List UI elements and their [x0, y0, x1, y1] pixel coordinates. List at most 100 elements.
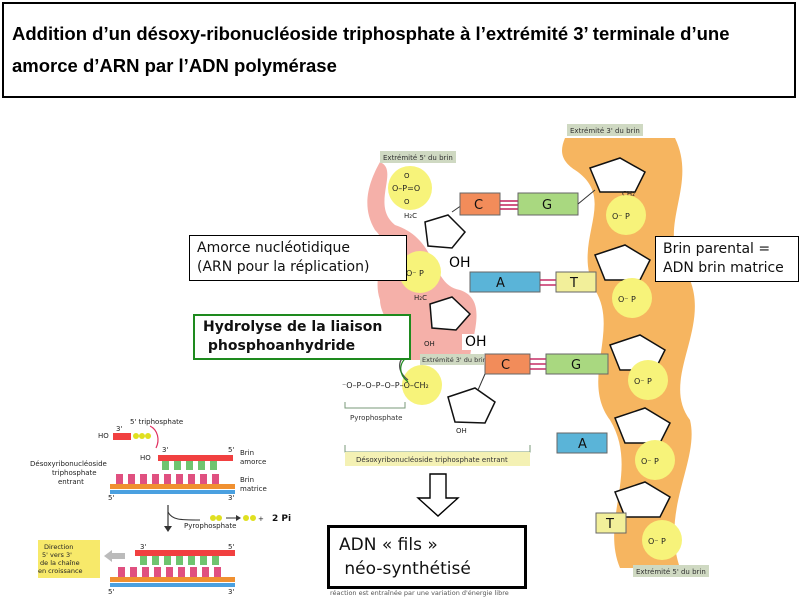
base-pair-1: C G	[451, 189, 596, 216]
callout-text: Amorce nucléotidique	[197, 240, 351, 256]
phosphate-o-minus: O⁻	[648, 537, 659, 546]
ext3-primer-label: Extrémité 3' du brin	[422, 356, 487, 364]
phosphate-p: P	[647, 377, 652, 386]
primer-sugar	[429, 296, 472, 331]
left-arrow-icon	[104, 550, 125, 562]
base-a-letter: A	[578, 437, 587, 452]
phosphate-p: P	[631, 295, 636, 304]
inset-5prime-label: 5'	[228, 543, 234, 551]
base-a	[469, 271, 541, 293]
phosphate-o-minus: O⁻	[618, 295, 629, 304]
template-sugar	[614, 407, 671, 444]
phosphate-circle	[642, 520, 682, 560]
dntp-label: Désoxyribonucléoside triphosphate entran…	[356, 456, 508, 464]
inset-entrant-label: triphosphate	[52, 469, 97, 477]
inset-amorce-label: amorce	[240, 458, 266, 466]
ext5-primer-label: Extrémité 5' du brin	[383, 154, 453, 162]
incoming-dntp: ⁻O–P–O–P–O–P–O–CH₂ OH Pyrophosphate Déso…	[342, 351, 531, 466]
inset-matrice-label: matrice	[240, 485, 267, 493]
inset-3prime-label: 3'	[162, 446, 168, 454]
phosphate-circle	[402, 365, 442, 405]
svg-text:+: +	[258, 515, 264, 523]
phosphate-p: P	[654, 457, 659, 466]
inset-5prime-label: 5'	[228, 446, 234, 454]
primer-sugar	[424, 214, 467, 249]
brin-parental-callout: Brin parental = ADN brin matrice	[655, 236, 799, 282]
base-t-letter: T	[569, 276, 578, 291]
base-a	[556, 432, 608, 454]
oh-label: OH	[462, 334, 490, 350]
base-c-letter: C	[474, 198, 483, 213]
inset-brin-label: Brin	[240, 476, 254, 484]
base-c	[459, 192, 501, 216]
inset-direction-label: de la chaîne	[40, 559, 80, 567]
phosphate-o: O	[404, 172, 410, 180]
inset-2pi-label: 2 Pi	[272, 514, 291, 524]
triphosphate-chain-label: ⁻O–P–O–P–O–P–O–CH₂	[342, 381, 429, 390]
oh-small-label: OH	[456, 427, 467, 435]
base-t-letter: T	[605, 517, 614, 532]
inset-ho-label: HO	[98, 432, 109, 440]
phosphate-formula: O–P=O	[392, 184, 420, 193]
ext5-template-label: Extrémité 5' du brin	[636, 568, 706, 576]
callout-text: ADN « fils »	[339, 535, 438, 555]
ext3-template-label: Extrémité 3' du brin	[570, 127, 640, 135]
base-pair-3: C G	[484, 353, 609, 375]
phosphate-o: O	[404, 198, 410, 206]
right-arrow-icon	[236, 515, 241, 521]
phosphate-o-minus: O⁻	[634, 377, 645, 386]
template-sugar	[588, 157, 646, 193]
base-c-letter: C	[501, 358, 510, 373]
title-line: Addition d’un désoxy-ribonucléoside trip…	[12, 23, 730, 44]
callout-text: Brin parental =	[663, 241, 771, 257]
phosphate-circle	[388, 166, 432, 210]
phosphate-o-minus: O⁻	[406, 269, 417, 278]
inset-3prime-label: 3'	[140, 543, 146, 551]
base-t	[555, 271, 597, 293]
down-arrow-icon	[416, 473, 460, 517]
inset-direction-label: 5' vers 3'	[42, 551, 72, 559]
ch2-label: H₂C	[404, 212, 417, 220]
base-a-letter: A	[496, 276, 505, 291]
callout-text: Hydrolyse de la liaison	[203, 319, 383, 335]
inset-ho-label: HO	[140, 454, 151, 462]
phosphate-circle	[399, 251, 441, 293]
inset-5prime-label: 5'	[108, 494, 114, 502]
base-pair-2: A T	[469, 271, 597, 293]
title-box: Addition d’un désoxy-ribonucléoside trip…	[2, 2, 796, 98]
callout-text: ADN brin matrice	[663, 260, 784, 276]
base-t	[595, 512, 627, 534]
pyrophosphate-label: Pyrophosphate	[350, 414, 402, 422]
inset-direction-label: en croissance	[38, 567, 83, 575]
inset-pyrophosphate-label: Pyrophosphate	[184, 522, 236, 530]
adn-fils-callout: ADN « fils » néo-synthétisé	[327, 525, 527, 589]
inset-direction-label: Direction	[44, 543, 73, 551]
phosphate-p: P	[419, 269, 424, 278]
phosphate-circle	[635, 440, 675, 480]
title-line: amorce d’ARN par l’ADN polymérase	[12, 55, 337, 76]
inset-schematic: 5' triphosphate HO 3' Désoxyribonucléosi…	[30, 418, 291, 596]
phosphate-p: P	[625, 212, 630, 221]
inset-entrant-label: Désoxyribonucléoside	[30, 460, 107, 468]
base-g-letter: G	[571, 358, 581, 373]
hydrolyse-callout: Hydrolyse de la liaison phosphoanhydride	[193, 314, 411, 360]
footer-caption: réaction est entraînée par une variation…	[330, 589, 509, 597]
down-arrow-icon	[164, 526, 172, 532]
inset-3prime-label: 3'	[228, 494, 234, 502]
ch2-label: CH₂	[622, 190, 635, 198]
phosphate-circle	[606, 195, 646, 235]
template-sugar	[594, 244, 651, 281]
callout-text: (ARN pour la réplication)	[197, 259, 370, 275]
ch2-label: H₂C	[414, 294, 427, 302]
inset-brin-label: Brin	[240, 449, 254, 457]
phosphate-o-minus: O⁻	[641, 457, 652, 466]
phosphate-p: P	[661, 537, 666, 546]
dntp-sugar	[447, 387, 496, 424]
inset-triphosphate-label: 5' triphosphate	[130, 418, 183, 426]
phosphate-circle	[628, 360, 668, 400]
base-g	[545, 353, 609, 375]
inset-5prime-label: 5'	[108, 588, 114, 596]
amorce-callout: Amorce nucléotidique (ARN pour la réplic…	[189, 235, 407, 281]
oh-small-label: OH	[424, 340, 435, 348]
